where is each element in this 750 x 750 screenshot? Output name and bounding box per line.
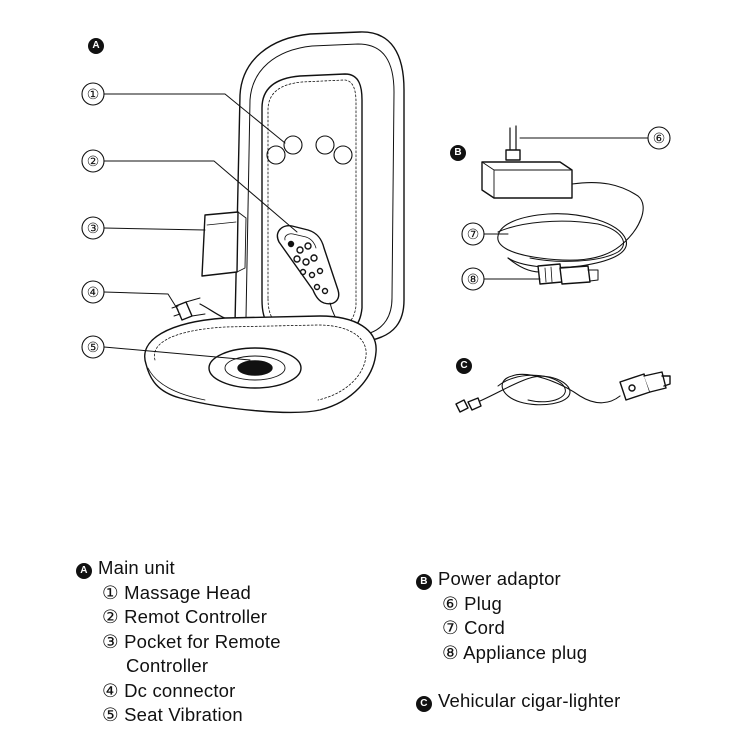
legend-item-massage-head: ① Massage Head [102, 581, 251, 603]
callout-circles [81, 82, 671, 359]
callout-5: ⑤ [87, 339, 100, 355]
legend-item-pocket-cont: Controller [126, 655, 209, 676]
legend-power-adaptor: B Power adaptor ⑥ Plug ⑦ Cord ⑧ Appliance… [416, 567, 621, 714]
power-adaptor-drawing [481, 125, 644, 285]
massage-heads [266, 135, 353, 165]
callout-4: ④ [87, 284, 100, 300]
legend-item-cord: ⑦ Cord [442, 617, 506, 638]
section-b-badge: B [450, 145, 466, 161]
section-a-badge: A [88, 38, 104, 54]
legend-a-title: Main unit [98, 557, 175, 578]
legend-main-unit: A Main unit ① Massage Head ② Remot Contro… [76, 556, 281, 728]
backrest-inner-panel [261, 73, 363, 335]
callout-2: ② [87, 153, 100, 169]
legend-c-title: Vehicular cigar-lighter [438, 690, 621, 711]
legend-c-badge: C [416, 696, 432, 712]
backrest-outline [234, 31, 405, 341]
callout-6: ⑥ [653, 130, 666, 146]
legend-item-seat-vibration: ⑤ Seat Vibration [102, 704, 243, 725]
remote-controller-drawing [276, 225, 361, 341]
callout-leader-lines [103, 93, 298, 361]
legend-item-pocket: ③ Pocket for Remote [102, 630, 281, 652]
cigar-lighter-drawing [455, 371, 671, 413]
pocket-drawing [201, 211, 247, 277]
legend-a-badge: A [76, 563, 92, 579]
legend-item-dc-connector: ④ Dc connector [102, 679, 236, 701]
callout-1: ① [87, 86, 100, 102]
massage-seat-drawing [144, 31, 405, 414]
legend-item-plug: ⑥ Plug [442, 592, 502, 614]
section-c-badge: C [456, 358, 472, 374]
seat-cushion-drawing [144, 315, 377, 414]
legend-b-title: Power adaptor [438, 568, 561, 589]
callout-8: ⑧ [467, 271, 480, 287]
callout-3: ③ [87, 220, 100, 236]
legend-b-badge: B [416, 574, 432, 590]
legend-item-appliance-plug: ⑧ Appliance plug [442, 641, 588, 663]
callout-7: ⑦ [467, 226, 480, 242]
legend-item-remote-controller: ② Remot Controller [102, 606, 268, 627]
